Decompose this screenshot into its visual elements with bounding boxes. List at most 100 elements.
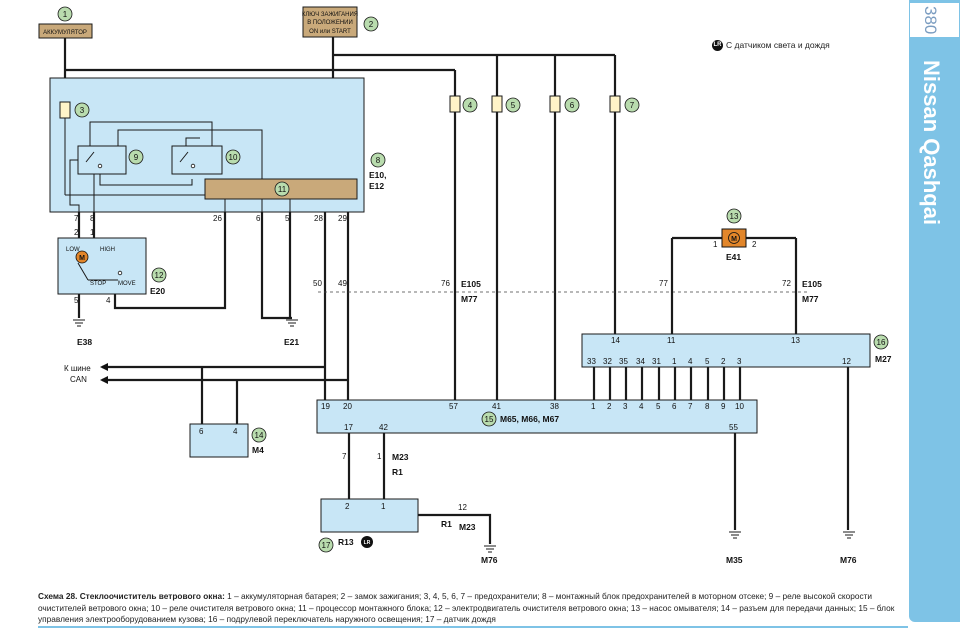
label-m77b: M77 (802, 294, 819, 304)
label-m23b: M23 (459, 522, 476, 532)
lr-badge-icon (361, 536, 373, 548)
svg-text:28: 28 (314, 214, 323, 223)
label-e38: E38 (77, 337, 92, 347)
callouts: 1 2 3 4 5 6 7 8 9 10 11 12 13 14 15 16 1… (57, 6, 889, 553)
wiper-motor-icon (75, 250, 89, 264)
svg-text:2: 2 (369, 20, 374, 29)
svg-text:38: 38 (550, 402, 559, 411)
svg-text:12: 12 (458, 503, 467, 512)
label-m76a: M76 (481, 555, 498, 565)
relay-10 (171, 145, 223, 175)
svg-text:5: 5 (74, 296, 79, 305)
body-control-module-15 (316, 399, 758, 434)
svg-text:17: 17 (344, 423, 353, 432)
legend-lr-badge-icon: LR (712, 40, 723, 52)
label-m76b: M76 (840, 555, 857, 565)
ignition-label-line2: В ПОЛОЖЕНИИ (307, 20, 353, 26)
label-e105a: E105 (461, 279, 481, 289)
svg-text:15: 15 (485, 415, 494, 424)
svg-text:3: 3 (737, 357, 742, 366)
svg-text:3: 3 (80, 106, 85, 115)
svg-text:7: 7 (342, 452, 347, 461)
svg-text:20: 20 (343, 402, 352, 411)
svg-text:4: 4 (468, 101, 473, 110)
svg-text:1: 1 (381, 502, 386, 511)
svg-text:5: 5 (705, 357, 710, 366)
svg-text:4: 4 (233, 427, 238, 436)
label-high: HIGH (100, 247, 115, 253)
label-m27: M27 (875, 354, 892, 364)
svg-text:1: 1 (713, 240, 718, 249)
svg-text:1: 1 (63, 10, 68, 19)
svg-text:4: 4 (688, 357, 693, 366)
svg-text:7: 7 (74, 214, 79, 223)
brand-title: Nissan Qashqai (919, 60, 944, 226)
label-r13: R13 (338, 537, 354, 547)
label-m77a: M77 (461, 294, 478, 304)
svg-text:14: 14 (611, 336, 620, 345)
svg-text:33: 33 (587, 357, 596, 366)
svg-text:13: 13 (791, 336, 800, 345)
label-e20: E20 (150, 286, 165, 296)
svg-text:6: 6 (199, 427, 204, 436)
fuse-4 (449, 95, 461, 113)
svg-text:34: 34 (636, 357, 645, 366)
legend-text: С датчиком света и дождя (726, 40, 830, 50)
svg-text:6: 6 (672, 402, 677, 411)
label-e105b: E105 (802, 279, 822, 289)
svg-text:50: 50 (313, 279, 322, 288)
svg-text:1: 1 (672, 357, 677, 366)
ignition-label-line1: КЛЮЧ ЗАЖИГАНИЯ (302, 12, 358, 18)
label-m35: M35 (726, 555, 743, 565)
svg-text:17: 17 (322, 541, 331, 550)
lr-badge-text: LR (364, 540, 371, 546)
svg-text:11: 11 (667, 336, 676, 345)
svg-text:19: 19 (321, 402, 330, 411)
svg-text:35: 35 (619, 357, 628, 366)
svg-text:5: 5 (656, 402, 661, 411)
svg-text:13: 13 (730, 212, 739, 221)
page-number: 380 (921, 6, 940, 35)
label-r1a: R1 (392, 467, 403, 477)
svg-text:9: 9 (134, 153, 139, 162)
ignition-label-box (302, 6, 358, 38)
svg-text:4: 4 (639, 402, 644, 411)
washer-pump-icon (728, 232, 740, 244)
svg-text:26: 26 (213, 214, 222, 223)
svg-text:77: 77 (659, 279, 668, 288)
svg-text:11: 11 (278, 185, 287, 194)
label-e21: E21 (284, 337, 299, 347)
sidebar (909, 0, 960, 622)
label-m4: M4 (252, 445, 264, 455)
svg-text:2: 2 (752, 240, 757, 249)
combination-switch-16 (581, 333, 871, 368)
label-can2: CAN (70, 375, 87, 384)
svg-text:55: 55 (729, 423, 738, 432)
svg-text:2: 2 (721, 357, 726, 366)
caption-text: 1 – аккумуляторная батарея; 2 – замок за… (38, 591, 895, 624)
svg-text:10: 10 (229, 153, 238, 162)
label-can1: К шине (64, 364, 91, 373)
svg-text:1: 1 (591, 402, 596, 411)
svg-text:72: 72 (782, 279, 791, 288)
pin-numbers: 7 8 26 6 5 28 29 2 1 5 4 50 49 76 77 72 … (74, 214, 851, 512)
svg-text:3: 3 (623, 402, 628, 411)
svg-text:49: 49 (338, 279, 347, 288)
svg-text:76: 76 (441, 279, 450, 288)
svg-text:5: 5 (285, 214, 290, 223)
svg-text:57: 57 (449, 402, 458, 411)
label-stop: STOP (90, 281, 106, 287)
label-low: LOW (66, 247, 80, 253)
svg-text:8: 8 (90, 214, 95, 223)
svg-text:2: 2 (74, 228, 79, 237)
svg-text:1: 1 (377, 452, 382, 461)
svg-text:41: 41 (492, 402, 501, 411)
fuse-3 (59, 101, 71, 119)
svg-text:32: 32 (603, 357, 612, 366)
svg-text:9: 9 (721, 402, 726, 411)
caption-title: Схема 28. Стеклоочиститель ветрового окн… (38, 591, 225, 601)
svg-text:8: 8 (705, 402, 710, 411)
label-e10: E10, (369, 170, 387, 180)
